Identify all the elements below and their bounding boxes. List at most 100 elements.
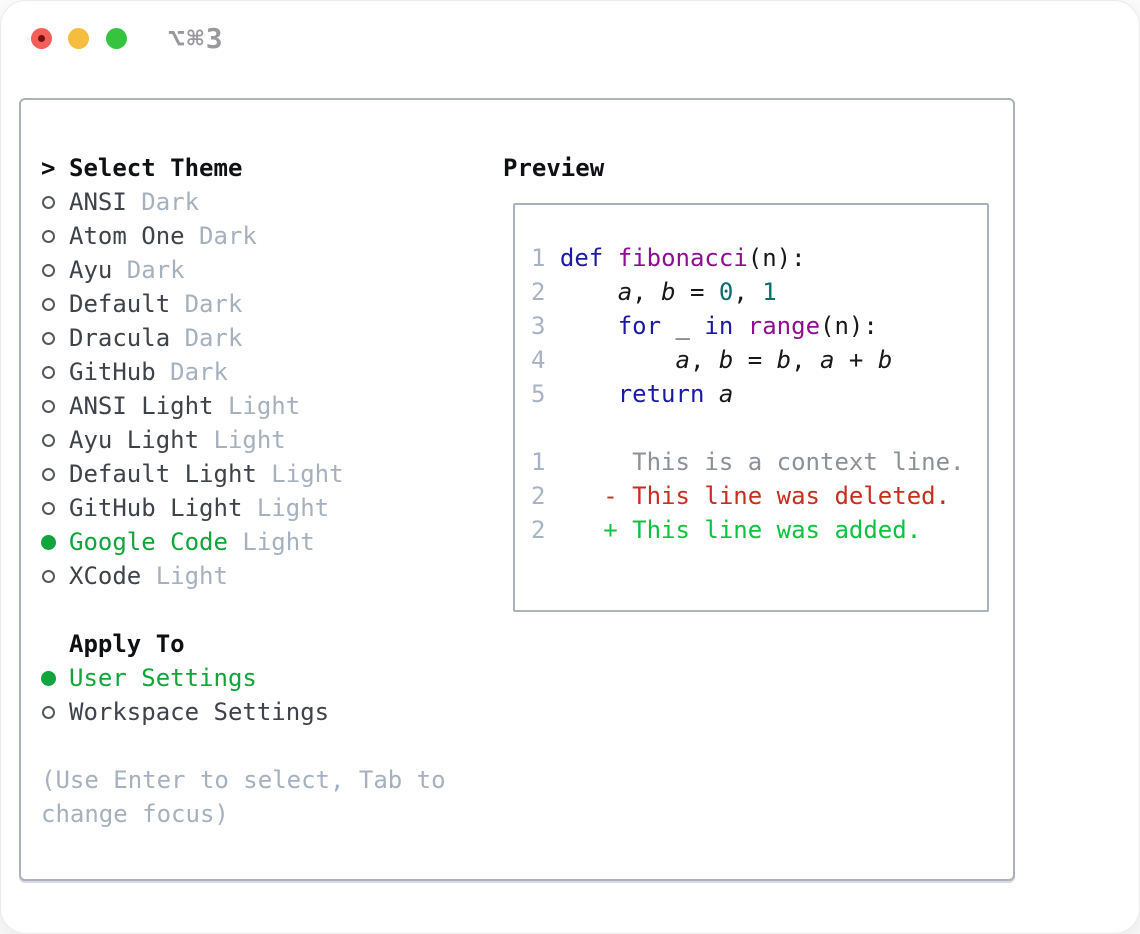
circle-icon — [42, 399, 55, 413]
code-token: , — [632, 278, 662, 306]
circle-icon — [42, 569, 55, 583]
line-number: 2 — [531, 278, 560, 306]
filled-circle-icon — [41, 670, 56, 686]
code-token: (n): — [820, 312, 878, 340]
circle-icon — [42, 501, 55, 515]
theme-option[interactable]: GitHub Light Light — [41, 491, 481, 525]
spacer — [41, 729, 481, 763]
theme-name: Atom One — [69, 222, 185, 250]
radio-icon — [41, 501, 69, 515]
code-line: 2 a, b = 0, 1 — [531, 275, 987, 309]
code-token: = — [733, 346, 777, 374]
code-token: for — [617, 312, 662, 340]
code-token: = — [675, 278, 719, 306]
circle-icon — [42, 229, 55, 243]
help-line-1: (Use Enter to select, Tab to — [41, 766, 446, 794]
line-number: 5 — [531, 380, 560, 408]
line-number: 2 — [531, 482, 604, 510]
radio-icon — [41, 195, 69, 209]
help-text: (Use Enter to select, Tab to change focu… — [41, 763, 481, 831]
theme-option[interactable]: GitHub Dark — [41, 355, 481, 389]
code-token: b — [877, 346, 893, 374]
theme-option[interactable]: XCode Light — [41, 559, 481, 593]
theme-option[interactable]: ANSI Dark — [41, 185, 481, 219]
diff-marker: + — [603, 516, 633, 544]
radio-icon — [41, 297, 69, 311]
select-theme-header: > Select Theme — [41, 151, 481, 185]
line-number: 2 — [531, 516, 604, 544]
theme-name: Ayu — [69, 256, 113, 284]
apply-option-label: Workspace Settings — [69, 698, 330, 726]
zoom-button[interactable] — [106, 28, 127, 49]
help-line-2: change focus) — [41, 800, 229, 828]
code-token: 0 — [718, 278, 734, 306]
apply-to-header-row: Apply To — [41, 627, 481, 661]
line-number: 4 — [531, 346, 560, 374]
code-line: 4 a, b = b, a + b — [531, 343, 987, 377]
theme-option[interactable]: ANSI Light Light — [41, 389, 481, 423]
code-token: b — [661, 278, 676, 306]
apply-to-header-label: Apply To — [69, 630, 185, 658]
theme-option[interactable]: Ayu Light Light — [41, 423, 481, 457]
code-token: fibonacci — [617, 244, 748, 272]
radio-icon — [41, 263, 69, 277]
code-token: a — [820, 346, 835, 374]
theme-option[interactable]: Ayu Dark — [41, 253, 481, 287]
code-token: , — [791, 346, 821, 374]
theme-variant: Dark — [170, 324, 243, 352]
radio-icon — [41, 705, 69, 719]
diff-line-deleted: 2 - This line was deleted. — [531, 479, 987, 513]
close-button[interactable] — [31, 28, 52, 49]
apply-to-option[interactable]: User Settings — [41, 661, 481, 695]
code-token: def — [559, 244, 604, 272]
code-token: in — [704, 312, 734, 340]
code-token: b — [718, 346, 734, 374]
theme-option[interactable]: Atom One Dark — [41, 219, 481, 253]
circle-icon — [42, 467, 55, 481]
code-token — [704, 380, 718, 408]
line-number: 1 — [531, 244, 560, 272]
theme-name: GitHub Light — [69, 494, 243, 522]
line-number: 1 — [531, 448, 604, 476]
theme-variant: Light — [213, 392, 301, 420]
minimize-button[interactable] — [68, 28, 89, 49]
code-token — [560, 346, 676, 374]
code-line: 1 def fibonacci(n): — [531, 241, 987, 275]
circle-icon — [42, 433, 55, 447]
code-token: , — [689, 346, 719, 374]
theme-name: ANSI Light — [69, 392, 214, 420]
theme-option[interactable]: Google Code Light — [41, 525, 481, 559]
filled-circle-icon — [41, 534, 56, 550]
theme-variant: Light — [227, 528, 315, 556]
apply-option-label: User Settings — [69, 664, 257, 692]
theme-option[interactable]: Default Light Light — [41, 457, 481, 491]
code-token — [560, 312, 618, 340]
theme-name: Dracula — [69, 324, 171, 352]
select-theme-header-label: Select Theme — [69, 154, 243, 182]
theme-variant: Light — [242, 494, 330, 522]
preview-header: Preview — [503, 154, 605, 182]
diff-marker — [603, 448, 632, 476]
apply-to-option[interactable]: Workspace Settings — [41, 695, 481, 729]
radio-icon — [41, 399, 69, 413]
theme-variant: Light — [141, 562, 228, 590]
window-title: ⌥⌘3 — [168, 22, 225, 55]
code-token — [560, 380, 618, 408]
diff-line-added: 2 + This line was added. — [531, 513, 987, 547]
theme-option[interactable]: Default Dark — [41, 287, 481, 321]
radio-selected-icon — [41, 670, 69, 686]
code-token: a — [675, 346, 690, 374]
code-token — [603, 244, 617, 272]
code-token: 1 — [762, 278, 777, 306]
titlebar: ⌥⌘3 — [1, 1, 1139, 75]
code-token: b — [776, 346, 792, 374]
code-token — [560, 278, 618, 306]
theme-option[interactable]: Dracula Dark — [41, 321, 481, 355]
theme-variant: Light — [256, 460, 344, 488]
